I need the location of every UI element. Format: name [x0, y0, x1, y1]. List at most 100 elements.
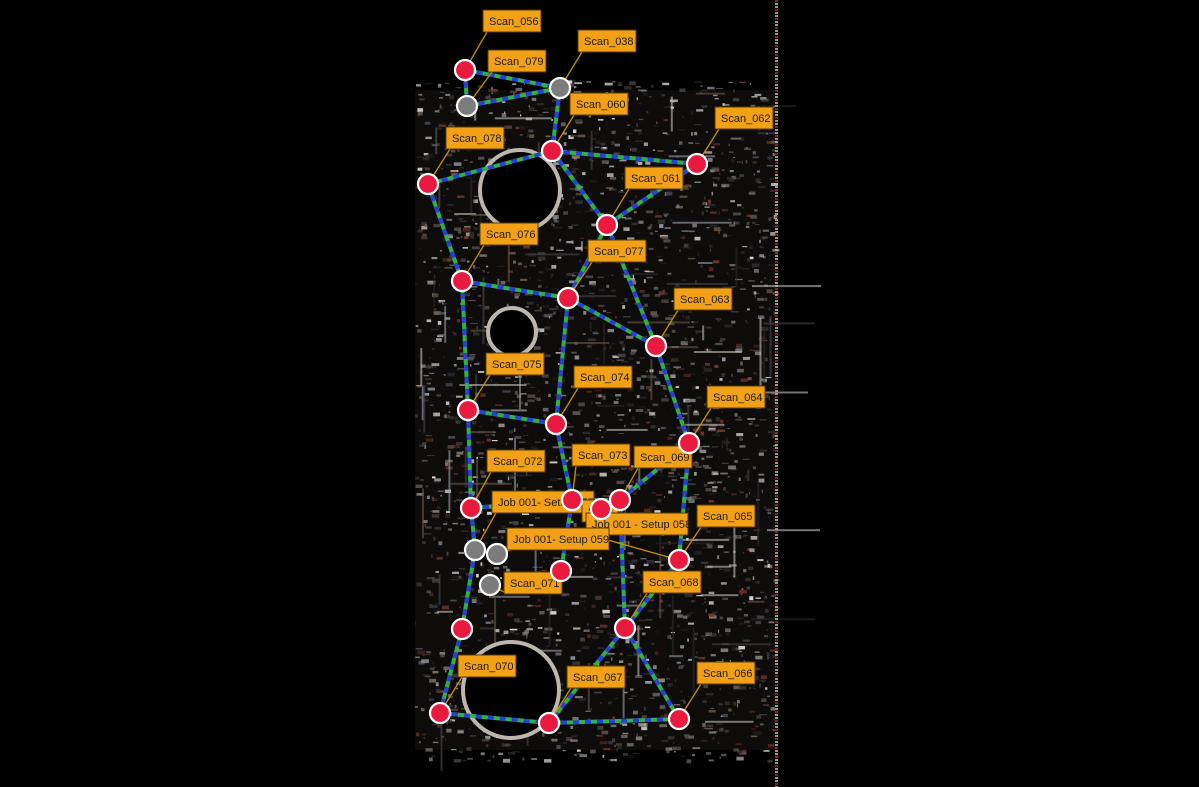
scan-label-box [577, 29, 637, 53]
scan-node-s068[interactable] [613, 616, 637, 640]
scan-label-box [445, 126, 505, 150]
scan-label-s061[interactable]: Scan_061 [624, 166, 684, 190]
scan-node-s069[interactable] [608, 488, 632, 512]
scan-node-s077[interactable] [556, 286, 580, 310]
scan-link-dash [467, 408, 557, 426]
scan-node-s038[interactable] [548, 76, 572, 100]
scan-label-text: Scan_067 [573, 672, 623, 684]
scan-label-s073[interactable]: Scan_073 [571, 443, 631, 467]
scan-link-dash [466, 409, 473, 509]
scan-node-s060[interactable] [540, 139, 564, 163]
scan-label-s072[interactable]: Scan_072 [486, 449, 546, 473]
scan-link-dash [550, 149, 609, 227]
scan-label-s071[interactable]: Scan_071 [503, 571, 563, 595]
scan-link-dash [548, 717, 680, 725]
scan-label-box [673, 287, 733, 311]
scan-label-s065[interactable]: Scan_065 [696, 504, 756, 528]
scan-label-text: Scan_079 [494, 56, 544, 68]
scan-label-s069[interactable]: Scan_069 [633, 445, 693, 469]
scan-label-j058[interactable]: Job 001 - Setup 058 [585, 512, 691, 536]
scan-label-box [486, 449, 546, 473]
scan-node-s076[interactable] [450, 269, 474, 293]
scan-label-box [482, 9, 542, 33]
scan-label-s067[interactable]: Scan_067 [566, 665, 626, 689]
scan-label-s075[interactable]: Scan_075 [485, 352, 545, 376]
scan-label-text: Scan_069 [640, 452, 690, 464]
scan-label-text: Job 001 - Setup 058 [592, 519, 691, 531]
scan-node-unlabeled[interactable] [450, 617, 474, 641]
scan-label-text: Scan_038 [584, 36, 634, 48]
scan-label-s077[interactable]: Scan_077 [587, 239, 647, 263]
scan-label-box [479, 222, 539, 246]
scan-node-j059[interactable] [485, 542, 509, 566]
scan-label-s079[interactable]: Scan_079 [487, 49, 547, 73]
scan-label-box [633, 445, 693, 469]
scan-node-j057[interactable] [463, 538, 487, 562]
scan-node-s073[interactable] [560, 488, 584, 512]
scan-label-box [706, 385, 766, 409]
scan-link-dash [464, 68, 561, 90]
scan-node-s056[interactable] [453, 58, 477, 82]
scan-label-text: Scan_078 [452, 133, 502, 145]
scan-node-s062[interactable] [685, 152, 709, 176]
scan-link [439, 711, 550, 725]
scan-label-box [487, 49, 547, 73]
scan-label-text: Scan_062 [721, 113, 771, 125]
scan-node-s079[interactable] [455, 94, 479, 118]
scan-node-s071[interactable] [478, 573, 502, 597]
scan-link-dash [605, 224, 658, 347]
scan-label-text: Scan_068 [649, 577, 699, 589]
scan-label-text: Scan_073 [578, 450, 628, 462]
scan-label-j059[interactable]: Job 001- Setup 059 [506, 527, 610, 551]
tank-outline [486, 306, 538, 358]
scan-link-dash [677, 442, 691, 561]
scan-node-s074[interactable] [544, 412, 568, 436]
scan-label-s070[interactable]: Scan_070 [457, 654, 517, 678]
scan-label-s074[interactable]: Scan_074 [573, 365, 633, 389]
scan-label-box [457, 654, 517, 678]
scan-label-s078[interactable]: Scan_078 [445, 126, 505, 150]
scan-label-box [696, 661, 756, 685]
scan-node-s078[interactable] [416, 172, 440, 196]
scan-node-s061[interactable] [595, 213, 619, 237]
scan-link-dash [567, 296, 657, 348]
scan-label-text: Scan_066 [703, 668, 753, 680]
scan-link-dash [460, 549, 477, 630]
scan-label-s068[interactable]: Scan_068 [642, 570, 702, 594]
scan-label-s062[interactable]: Scan_062 [714, 106, 774, 130]
scan-node-s063[interactable] [644, 334, 668, 358]
scan-node-s067[interactable] [537, 711, 561, 735]
scan-label-box [696, 504, 756, 528]
scan-node-s072[interactable] [459, 496, 483, 520]
scan-label-s063[interactable]: Scan_063 [673, 287, 733, 311]
scan-label-s056[interactable]: Scan_056 [482, 9, 542, 33]
scan-node-s064[interactable] [677, 431, 701, 455]
scan-label-text: Scan_065 [703, 511, 753, 523]
scan-label-s076[interactable]: Scan_076 [479, 222, 539, 246]
scan-node-s065[interactable] [667, 548, 691, 572]
scan-label-s060[interactable]: Scan_060 [569, 92, 629, 116]
scan-node-s066[interactable] [667, 707, 691, 731]
scan-node-s070[interactable] [428, 701, 452, 725]
scan-node-s0xx[interactable] [589, 497, 613, 521]
scan-label-box [571, 443, 631, 467]
scan-label-text: Scan_061 [631, 173, 681, 185]
scan-link-dash [654, 345, 691, 444]
scan-label-box [506, 527, 610, 551]
scan-link-dash [554, 423, 574, 501]
scan-nodes-layer[interactable] [416, 58, 709, 735]
scan-label-text: Scan_074 [580, 372, 630, 384]
scan-link-dash [554, 297, 570, 425]
scan-label-s064[interactable]: Scan_064 [706, 385, 766, 409]
scan-label-s066[interactable]: Scan_066 [696, 661, 756, 685]
scan-label-text: Scan_071 [510, 578, 560, 590]
scan-node-unlabeled[interactable] [549, 559, 573, 583]
scan-label-text: Scan_056 [489, 16, 539, 28]
scan-node-s075[interactable] [456, 398, 480, 422]
scan-label-box [573, 365, 633, 389]
scan-label-s038[interactable]: Scan_038 [577, 29, 637, 53]
scan-label-text: Scan_072 [493, 456, 543, 468]
